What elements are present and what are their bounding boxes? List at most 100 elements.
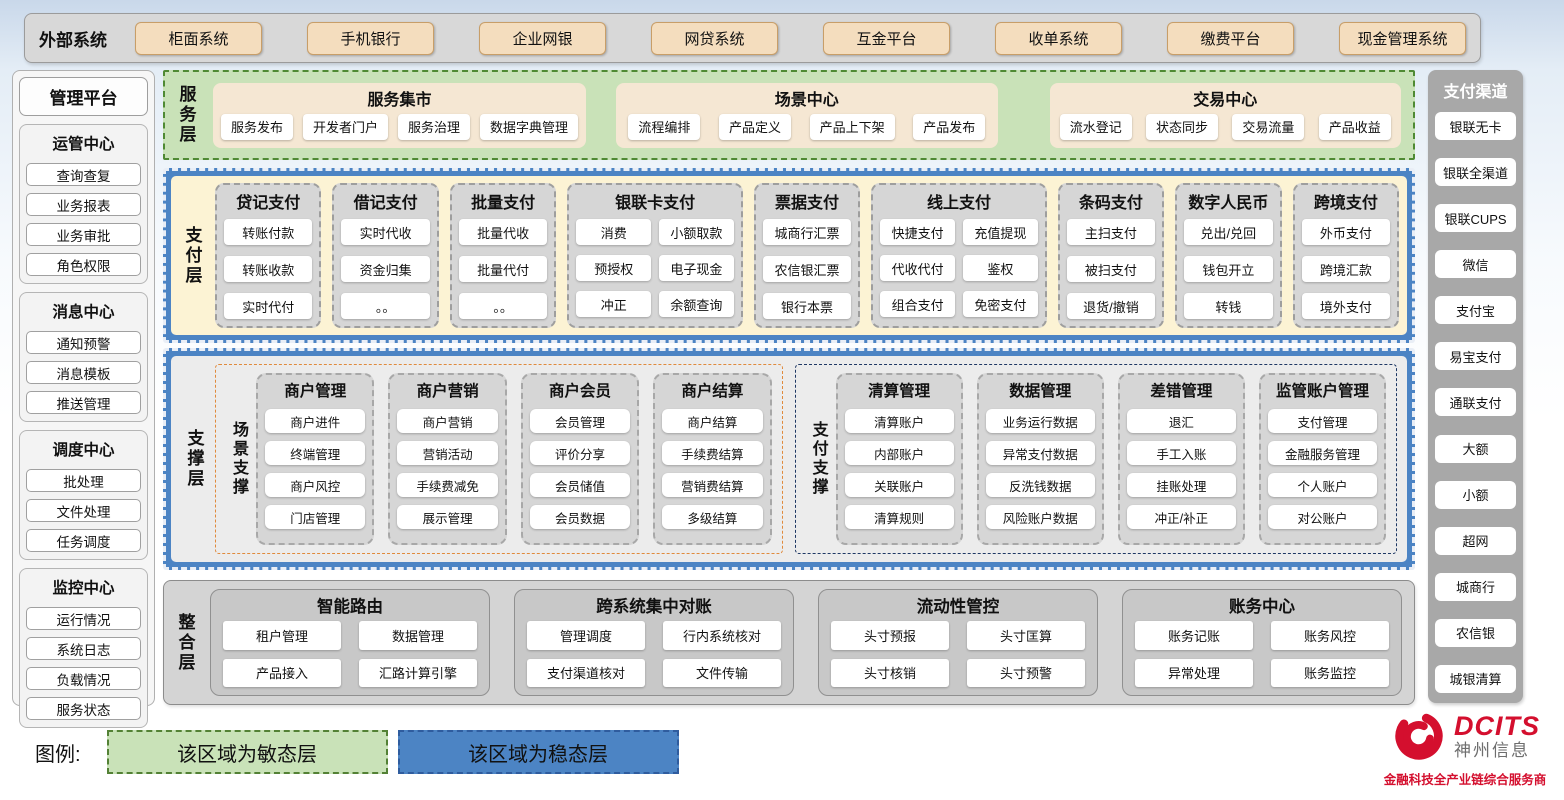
payment-item-button[interactable]: 外币支付 (1301, 219, 1391, 245)
integration-item-button[interactable]: 文件传输 (663, 658, 781, 687)
channel-button[interactable]: 微信 (1435, 250, 1516, 279)
channel-button[interactable]: 银联CUPS (1435, 204, 1516, 233)
sidebar-item-button[interactable]: 业务审批 (26, 223, 141, 246)
support-item-button[interactable]: 商户营销 (397, 409, 498, 433)
support-item-button[interactable]: 对公账户 (1267, 505, 1378, 529)
support-item-button[interactable]: 退汇 (1126, 409, 1236, 433)
payment-item-button[interactable]: 组合支付 (880, 291, 955, 317)
support-item-button[interactable]: 支付管理 (1267, 409, 1378, 433)
service-item-button[interactable]: 产品上下架 (809, 113, 895, 140)
payment-item-button[interactable]: 预授权 (576, 255, 652, 281)
payment-item-button[interactable]: 兑出/兑回 (1184, 219, 1273, 245)
support-item-button[interactable]: 营销活动 (397, 441, 498, 465)
support-item-button[interactable]: 内部账户 (844, 441, 954, 465)
support-item-button[interactable]: 商户结算 (662, 409, 763, 433)
support-item-button[interactable]: 业务运行数据 (985, 409, 1095, 433)
channel-button[interactable]: 易宝支付 (1435, 342, 1516, 371)
support-item-button[interactable]: 营销费结算 (662, 473, 763, 497)
support-item-button[interactable]: 商户风控 (265, 473, 366, 497)
channel-button[interactable]: 大额 (1435, 434, 1516, 463)
integration-item-button[interactable]: 头寸核销 (831, 658, 949, 687)
payment-item-button[interactable]: 小额取款 (659, 219, 734, 245)
support-item-button[interactable]: 会员储值 (529, 473, 631, 497)
channel-button[interactable]: 超网 (1435, 526, 1516, 555)
integration-item-button[interactable]: 管理调度 (527, 621, 645, 650)
payment-item-button[interactable]: 消费 (576, 219, 652, 245)
support-item-button[interactable]: 评价分享 (529, 441, 631, 465)
channel-button[interactable]: 城商行 (1435, 572, 1516, 601)
external-system-button[interactable]: 网贷系统 (651, 21, 778, 55)
external-system-button[interactable]: 互金平台 (823, 21, 950, 55)
payment-item-button[interactable]: 农信银汇票 (762, 256, 852, 282)
support-item-button[interactable]: 冲正/补正 (1126, 505, 1236, 529)
support-item-button[interactable]: 多级结算 (662, 505, 763, 529)
service-item-button[interactable]: 交易流量 (1232, 113, 1305, 140)
integration-item-button[interactable]: 数据管理 (359, 621, 477, 650)
support-item-button[interactable]: 门店管理 (265, 505, 366, 529)
sidebar-item-button[interactable]: 运行情况 (26, 607, 141, 630)
sidebar-item-button[interactable]: 查询查复 (26, 163, 141, 186)
channel-button[interactable]: 农信银 (1435, 618, 1516, 647)
payment-item-button[interactable]: 快捷支付 (880, 219, 955, 245)
channel-button[interactable]: 银联无卡 (1435, 112, 1516, 140)
payment-item-button[interactable]: 充值提现 (962, 219, 1038, 245)
payment-item-button[interactable]: 冲正 (576, 291, 652, 317)
external-system-button[interactable]: 企业网银 (479, 21, 606, 55)
channel-button[interactable]: 通联支付 (1435, 388, 1516, 417)
integration-item-button[interactable]: 头寸匡算 (967, 621, 1085, 650)
sidebar-item-button[interactable]: 角色权限 (26, 253, 141, 276)
support-item-button[interactable]: 手续费减免 (397, 473, 498, 497)
payment-item-button[interactable]: 实时代收 (341, 219, 430, 245)
support-item-button[interactable]: 反洗钱数据 (985, 473, 1095, 497)
external-system-button[interactable]: 手机银行 (307, 21, 434, 55)
support-item-button[interactable]: 异常支付数据 (985, 441, 1095, 465)
channel-button[interactable]: 银联全渠道 (1435, 158, 1516, 187)
sidebar-item-button[interactable]: 服务状态 (26, 697, 141, 720)
support-item-button[interactable]: 清算规则 (844, 505, 954, 529)
service-item-button[interactable]: 产品发布 (913, 113, 986, 140)
support-item-button[interactable]: 清算账户 (844, 409, 954, 433)
sidebar-item-button[interactable]: 业务报表 (26, 193, 141, 216)
payment-item-button[interactable]: 钱包开立 (1184, 256, 1273, 282)
integration-item-button[interactable]: 支付渠道核对 (527, 658, 645, 687)
integration-item-button[interactable]: 账务风控 (1271, 621, 1389, 650)
integration-item-button[interactable]: 租户管理 (223, 621, 341, 650)
payment-item-button[interactable]: 电子现金 (659, 255, 734, 281)
payment-item-button[interactable]: 鉴权 (962, 255, 1038, 281)
support-item-button[interactable]: 展示管理 (397, 505, 498, 529)
payment-item-button[interactable]: 被扫支付 (1066, 256, 1156, 282)
support-item-button[interactable]: 商户进件 (265, 409, 366, 433)
support-item-button[interactable]: 手工入账 (1126, 441, 1236, 465)
external-system-button[interactable]: 缴费平台 (1167, 21, 1294, 55)
sidebar-item-button[interactable]: 推送管理 (26, 391, 141, 414)
support-item-button[interactable]: 会员管理 (529, 409, 631, 433)
service-item-button[interactable]: 数据字典管理 (480, 113, 579, 140)
service-item-button[interactable]: 服务治理 (398, 113, 471, 140)
integration-item-button[interactable]: 汇路计算引擎 (359, 658, 477, 687)
payment-item-button[interactable]: 。。 (341, 293, 430, 319)
support-item-button[interactable]: 风险账户数据 (985, 505, 1095, 529)
payment-item-button[interactable]: 境外支付 (1301, 293, 1391, 319)
integration-item-button[interactable]: 产品接入 (223, 658, 341, 687)
payment-item-button[interactable]: 转钱 (1184, 293, 1273, 319)
sidebar-item-button[interactable]: 消息模板 (26, 361, 141, 384)
integration-item-button[interactable]: 行内系统核对 (663, 621, 781, 650)
payment-item-button[interactable]: 批量代收 (458, 219, 548, 245)
external-system-button[interactable]: 柜面系统 (135, 21, 262, 55)
service-item-button[interactable]: 开发者门户 (303, 113, 389, 140)
payment-item-button[interactable]: 代收代付 (880, 255, 955, 281)
sidebar-item-button[interactable]: 文件处理 (26, 499, 141, 522)
external-system-button[interactable]: 收单系统 (995, 21, 1122, 55)
payment-item-button[interactable]: 余额查询 (659, 291, 734, 317)
payment-item-button[interactable]: 主扫支付 (1066, 219, 1156, 245)
support-item-button[interactable]: 关联账户 (844, 473, 954, 497)
sidebar-item-button[interactable]: 任务调度 (26, 529, 141, 552)
integration-item-button[interactable]: 账务监控 (1271, 658, 1389, 687)
payment-item-button[interactable]: 。。 (458, 293, 548, 319)
support-item-button[interactable]: 终端管理 (265, 441, 366, 465)
channel-button[interactable]: 支付宝 (1435, 296, 1516, 325)
channel-button[interactable]: 小额 (1435, 480, 1516, 509)
service-item-button[interactable]: 流水登记 (1059, 113, 1132, 140)
integration-item-button[interactable]: 异常处理 (1135, 658, 1253, 687)
support-item-button[interactable]: 会员数据 (529, 505, 631, 529)
